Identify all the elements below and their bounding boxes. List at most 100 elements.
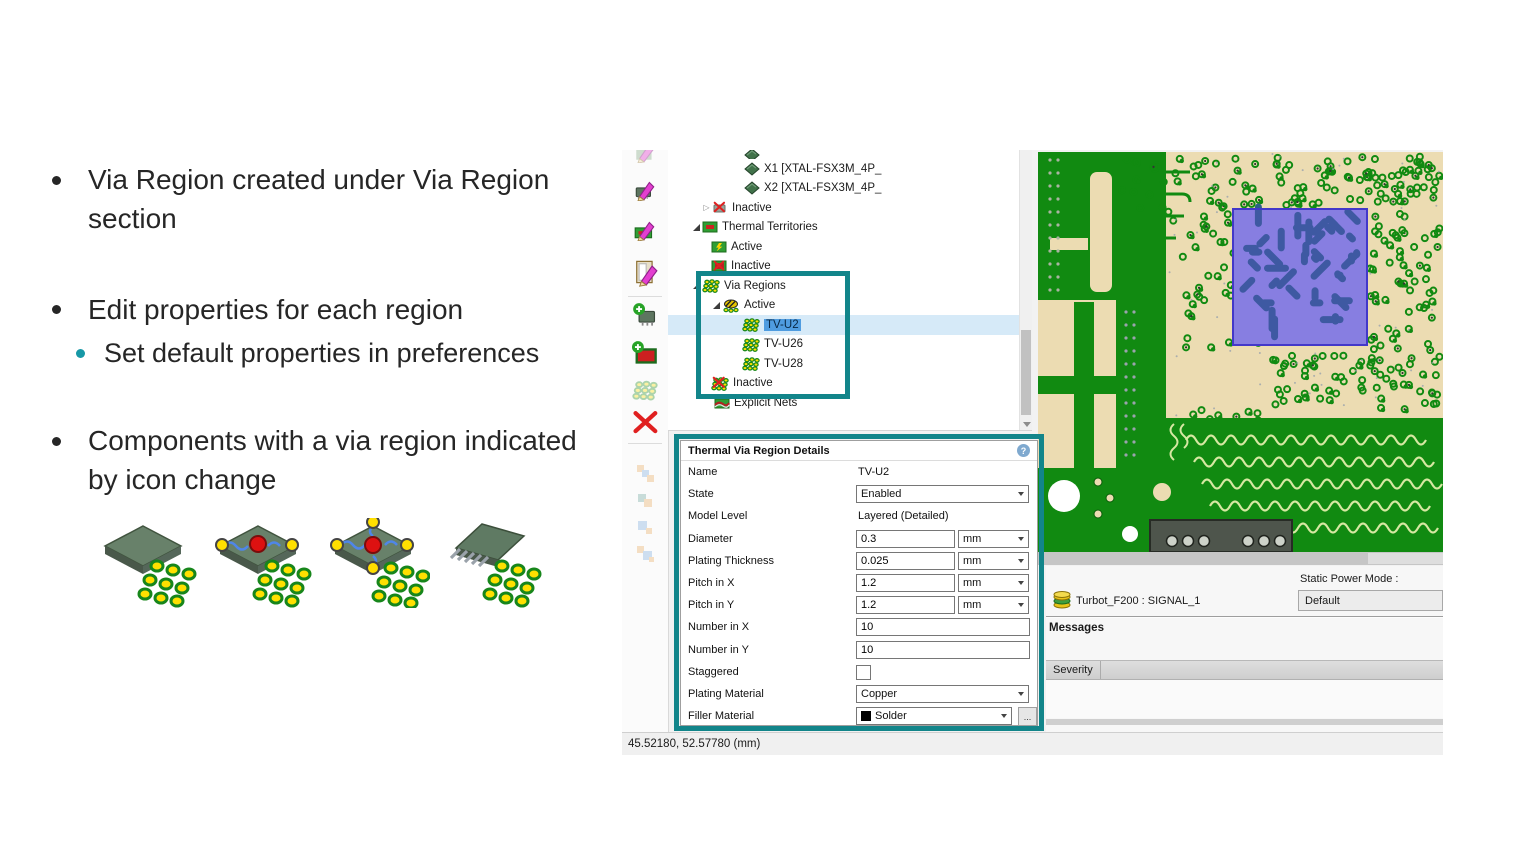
pcb-horizontal-scrollbar[interactable] [1038, 552, 1443, 565]
property-row-plating-material: Plating Material Copper [681, 683, 1037, 705]
tree-item-explicit-nets[interactable]: Explicit Nets [668, 393, 1032, 413]
static-power-mode-label: Static Power Mode : [1300, 573, 1399, 585]
messages-table-header[interactable]: Severity [1046, 660, 1443, 680]
chevron-down-icon [1018, 558, 1024, 563]
cursor-coordinates: 45.52180, 52.57780 (mm) [628, 738, 761, 750]
property-row-diameter: Diameter mm [681, 528, 1037, 550]
tree-item-label: Explicit Nets [734, 396, 798, 409]
chevron-down-icon [1018, 536, 1024, 541]
property-row-name: Name TV-U2 [688, 466, 890, 479]
chevron-down-icon [1018, 691, 1024, 696]
tree-item-label: TV-U26 [764, 338, 803, 351]
edit-disabled-button[interactable] [631, 150, 659, 164]
tree-item-via-active[interactable]: Active [668, 296, 1032, 316]
property-row-pitch-y: Pitch in Y mm [681, 594, 1037, 616]
scrollbar-thumb[interactable] [1021, 330, 1031, 415]
pcb-board-graphic [1038, 152, 1443, 553]
chevron-down-icon [1018, 492, 1024, 497]
add-component-button[interactable] [631, 302, 659, 328]
expander-expanded-icon[interactable] [711, 301, 722, 309]
app-window: X1 [XTAL-FSX3M_4P_ X2 [XTAL-FSX3M_4P_ ▷ … [622, 150, 1443, 755]
sub-bullet-2a: Set default properties in preferences [104, 338, 540, 368]
bullet-1: Via Region created under Via Region sect… [88, 160, 628, 238]
diameter-unit-select[interactable]: mm [958, 529, 1029, 548]
material-color-swatch [861, 711, 871, 722]
tree-item-via-regions[interactable]: Via Regions [668, 276, 1032, 296]
pitch-x-input[interactable] [856, 573, 955, 592]
details-panel-title: Thermal Via Region Details [688, 444, 830, 457]
plating-thickness-unit-select[interactable]: mm [958, 551, 1029, 570]
tree-vertical-scrollbar[interactable] [1019, 150, 1032, 430]
plating-thickness-input[interactable] [856, 551, 955, 570]
bullet-icon [52, 437, 61, 446]
property-row-model-level: Model Level Layered (Detailed) [688, 510, 949, 523]
component-chip-with-via-region-fanout-icon [330, 518, 430, 608]
expander-collapsed-icon[interactable]: ▷ [703, 202, 710, 212]
tree-item-x1[interactable]: X1 [XTAL-FSX3M_4P_ [668, 159, 1032, 179]
expander-expanded-icon[interactable] [691, 223, 702, 231]
scrollbar-down-arrow-icon[interactable] [1023, 422, 1031, 427]
chevron-down-icon [1018, 603, 1024, 608]
tree-item-tv-u26[interactable]: TV-U26 [668, 335, 1032, 355]
tree-item-clipped[interactable] [668, 150, 1032, 159]
property-row-plating-thickness: Plating Thickness mm [681, 550, 1037, 572]
left-toolbar [622, 150, 669, 732]
name-value: TV-U2 [858, 466, 890, 479]
toolbar-divider [628, 296, 662, 297]
divider [1046, 616, 1443, 618]
tree-item-x2[interactable]: X2 [XTAL-FSX3M_4P_ [668, 179, 1032, 199]
bullet-3-line-2: by icon change [88, 464, 277, 495]
filler-material-select[interactable]: Solder [856, 707, 1012, 726]
align-button-4[interactable] [631, 540, 659, 566]
edit-component-button[interactable] [631, 176, 659, 202]
tree-item-via-inactive[interactable]: Inactive [668, 374, 1032, 394]
scrollbar-thumb[interactable] [1368, 553, 1443, 564]
tree-item-thermal-territories[interactable]: Thermal Territories [668, 218, 1032, 238]
board-stack-icon [1053, 591, 1071, 609]
tree-item-label: Active [744, 299, 776, 312]
static-power-mode-select[interactable]: Default [1298, 590, 1443, 611]
tree-item-components-inactive[interactable]: ▷ Inactive [668, 198, 1032, 218]
edit-board-button[interactable] [631, 216, 659, 242]
pitch-y-unit-select[interactable]: mm [958, 596, 1029, 615]
component-soic-with-via-region-icon [449, 523, 542, 608]
expander-expanded-icon[interactable] [691, 282, 702, 290]
tree-item-tv-u2-selected[interactable]: TV-U2 [668, 315, 1032, 335]
tree-item-territory-active[interactable]: Active [668, 237, 1032, 257]
plating-material-select[interactable]: Copper [856, 684, 1029, 703]
number-x-input[interactable] [856, 618, 1030, 637]
divider [1046, 719, 1443, 725]
property-row-number-x: Number in X [681, 616, 1037, 638]
pcb-layout-view[interactable] [1038, 152, 1443, 553]
diameter-input[interactable] [856, 529, 955, 548]
align-button-1[interactable] [631, 460, 659, 486]
pitch-x-unit-select[interactable]: mm [958, 573, 1029, 592]
chevron-down-icon [1018, 580, 1024, 585]
bullet-1-line-2: section [88, 203, 177, 234]
tree-item-label: TV-U2 [764, 318, 801, 331]
property-row-staggered: Staggered [681, 661, 1037, 683]
delete-button[interactable] [631, 408, 659, 434]
property-row-number-y: Number in Y [681, 639, 1037, 661]
tree-item-label: Inactive [733, 377, 773, 390]
align-button-3[interactable] [631, 514, 659, 540]
number-y-input[interactable] [856, 640, 1030, 659]
edit-panel-button[interactable] [631, 256, 659, 288]
messages-table-body [1046, 680, 1443, 718]
tree-item-tv-u28[interactable]: TV-U28 [668, 354, 1032, 374]
help-icon[interactable]: ? [1017, 444, 1030, 457]
filler-material-browse-button[interactable]: ... [1018, 707, 1037, 727]
property-row-pitch-x: Pitch in X mm [681, 572, 1037, 594]
tree-item-label: Active [731, 240, 763, 253]
add-board-button[interactable] [631, 340, 659, 366]
add-via-region-button[interactable] [631, 376, 659, 402]
tree-item-territory-inactive[interactable]: Inactive [668, 257, 1032, 277]
staggered-checkbox[interactable] [856, 664, 871, 680]
severity-column-header[interactable]: Severity [1046, 661, 1101, 679]
bullet-1-line-1: Via Region created under Via Region [88, 164, 550, 195]
chevron-down-icon [1001, 714, 1007, 719]
pitch-y-input[interactable] [856, 596, 955, 615]
state-select[interactable]: Enabled [856, 485, 1029, 504]
align-button-2[interactable] [631, 488, 659, 514]
